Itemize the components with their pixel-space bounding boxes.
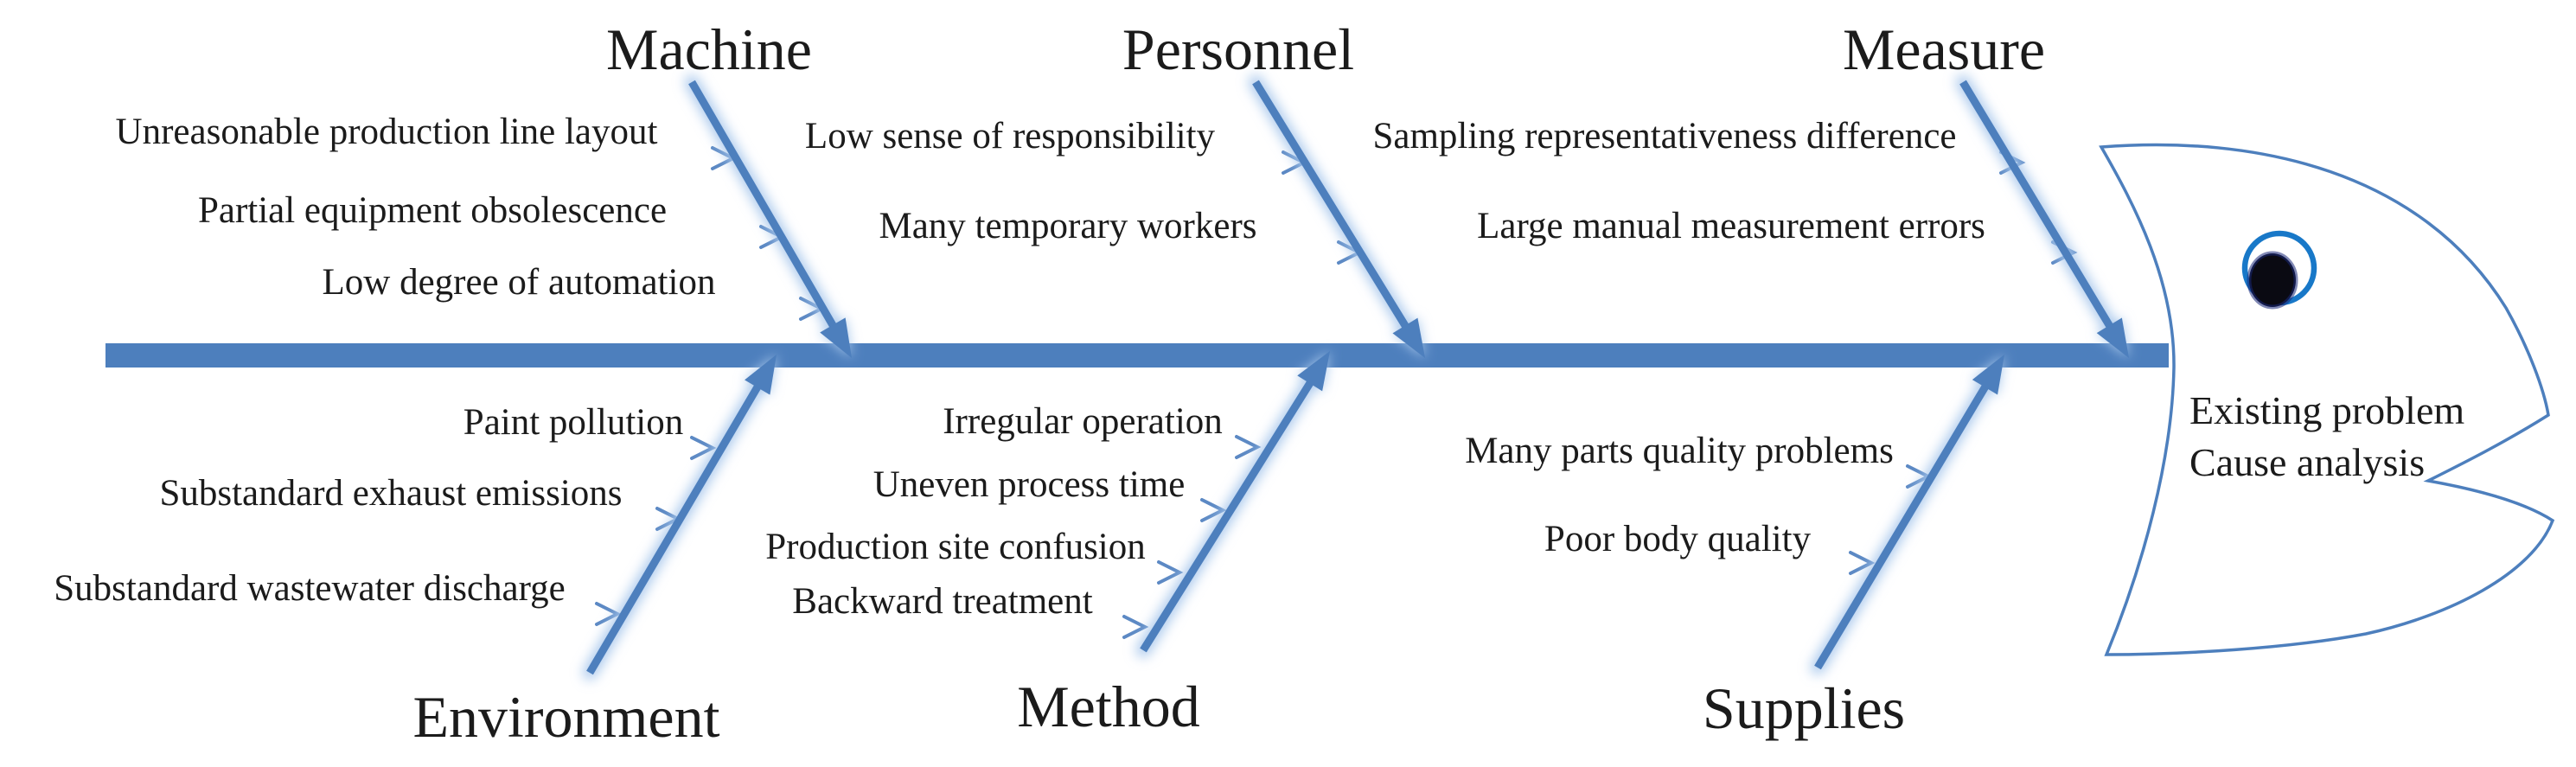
- fish-head-outline: [2099, 143, 2555, 656]
- machine-bone-shaft: [688, 80, 839, 332]
- machine-cause-label-0: Unreasonable production line layout: [116, 112, 658, 152]
- measure-bone: [1956, 75, 2129, 358]
- supplies-bone: [1811, 355, 2004, 674]
- environment-branch-title: Environment: [412, 684, 719, 750]
- method-cause-arrowhead-icon-3: [1122, 615, 1149, 639]
- supplies-cause-arrow-1: [1492, 551, 1876, 575]
- method-cause-arrow-2: [742, 560, 1184, 585]
- environment-cause-arrowhead-icon-0: [690, 436, 717, 460]
- fish-eye-pupil: [2247, 251, 2298, 310]
- measure-bone-shaft: [1959, 80, 2116, 332]
- method-cause-arrow-0: [892, 435, 1262, 459]
- environment-cause-label-2: Substandard wastewater discharge: [54, 568, 565, 609]
- supplies-cause-label-0: Many parts quality problems: [1465, 431, 1894, 471]
- measure-bone-arrowhead: [2096, 317, 2129, 358]
- measure-cause-label-1: Large manual measurement errors: [1477, 206, 1985, 246]
- machine-cause-label-2: Low degree of automation: [323, 262, 716, 303]
- bones-layer: [583, 75, 2129, 680]
- personnel-bone: [1249, 75, 1425, 358]
- machine-bone: [685, 75, 852, 358]
- method-bone: [1136, 351, 1330, 657]
- machine-bone-arrowhead: [820, 317, 852, 358]
- method-cause-arrowhead-icon-2: [1157, 560, 1184, 585]
- personnel-branch-title: Personnel: [1122, 16, 1354, 82]
- machine-cause-label-1: Partial equipment obsolescence: [198, 190, 667, 231]
- supplies-cause-label-1: Poor body quality: [1544, 519, 1812, 559]
- personnel-bone-shaft: [1252, 80, 1411, 332]
- personnel-cause-label-1: Many temporary workers: [879, 206, 1256, 246]
- measure-branch-title: Measure: [1843, 16, 2045, 82]
- environment-bone-arrowhead: [745, 355, 777, 395]
- personnel-cause-label-0: Low sense of responsibility: [805, 116, 1216, 157]
- measure-cause-label-0: Sampling representativeness difference: [1372, 116, 1956, 157]
- supplies-bone-arrowhead: [1972, 355, 2004, 395]
- spine-bar: [105, 343, 2169, 368]
- environment-cause-label-0: Paint pollution: [463, 402, 683, 443]
- environment-cause-label-1: Substandard exhaust emissions: [159, 473, 622, 514]
- method-cause-arrowhead-icon-0: [1235, 435, 1262, 459]
- environment-bone: [583, 355, 777, 680]
- method-bone-arrowhead: [1297, 351, 1330, 392]
- environment-cause-arrow-0: [424, 436, 717, 460]
- cause-arrows-layer: [17, 146, 2078, 639]
- supplies-cause-arrowhead-icon-1: [1849, 551, 1876, 575]
- problem-label-line1: Existing problem: [2189, 388, 2464, 432]
- method-cause-label-2: Production site confusion: [765, 527, 1146, 567]
- method-cause-label-0: Irregular operation: [943, 401, 1223, 442]
- method-cause-label-3: Backward treatment: [792, 581, 1092, 622]
- environment-bone-shaft: [586, 380, 764, 675]
- supplies-bone-shaft: [1814, 380, 1991, 670]
- fish-head-layer: [2099, 143, 2555, 656]
- method-branch-title: Method: [1017, 674, 1200, 739]
- problem-label-line2: Cause analysis: [2189, 440, 2425, 484]
- method-bone-shaft: [1140, 376, 1316, 653]
- spine-layer: [105, 343, 2169, 368]
- method-cause-label-1: Uneven process time: [873, 464, 1186, 505]
- personnel-bone-arrowhead: [1392, 317, 1425, 358]
- supplies-branch-title: Supplies: [1703, 675, 1905, 741]
- machine-branch-title: Machine: [606, 16, 812, 82]
- method-cause-arrow-3: [757, 615, 1149, 639]
